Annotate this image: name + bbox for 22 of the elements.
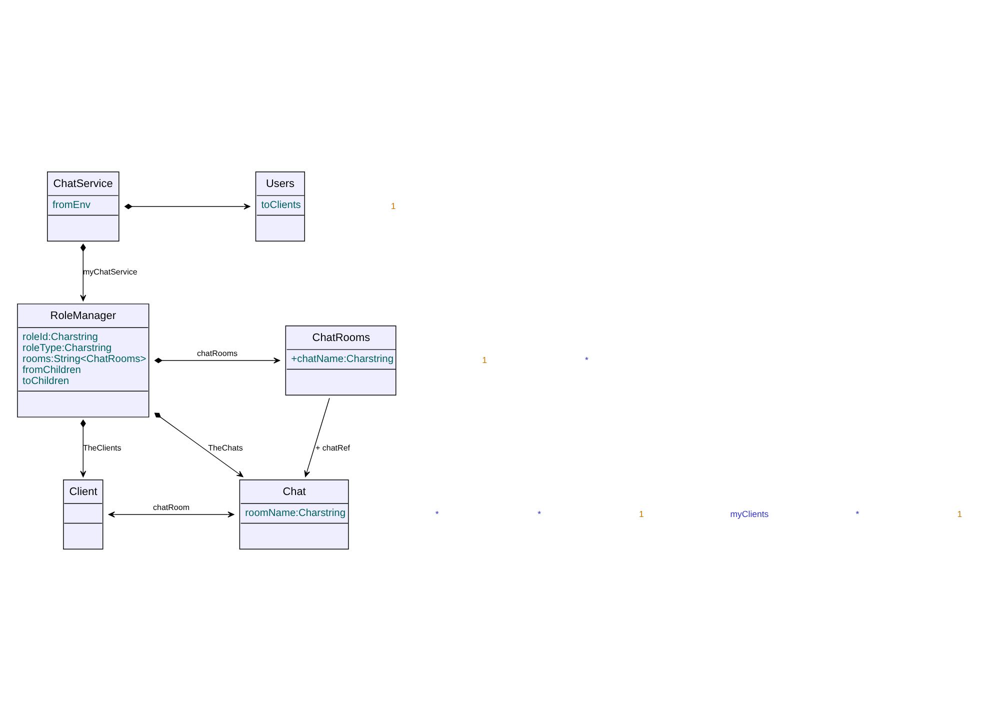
- edge-label: myChatService: [82, 268, 138, 277]
- label: *: [538, 508, 541, 519]
- arrow: [154, 358, 280, 364]
- arrow: [124, 204, 250, 210]
- edge-label: chatRooms: [196, 348, 238, 358]
- arrow: [154, 412, 244, 478]
- arrow: [80, 244, 86, 302]
- label: 1: [639, 508, 644, 519]
- label: *: [435, 508, 439, 519]
- arrow: [80, 419, 86, 478]
- arrow: [304, 398, 330, 478]
- edge-label: + chatRef: [315, 443, 350, 452]
- label: 1: [390, 200, 396, 211]
- arrow: [108, 512, 234, 518]
- edge-label: TheClients: [82, 443, 122, 452]
- edge-label: chatRoom: [153, 502, 190, 512]
- edge-label: TheChats: [208, 443, 243, 452]
- label: 1: [957, 508, 962, 519]
- label: *: [585, 354, 588, 365]
- label: 1: [482, 354, 487, 365]
- label: myClients: [730, 508, 769, 519]
- label: *: [856, 508, 860, 519]
